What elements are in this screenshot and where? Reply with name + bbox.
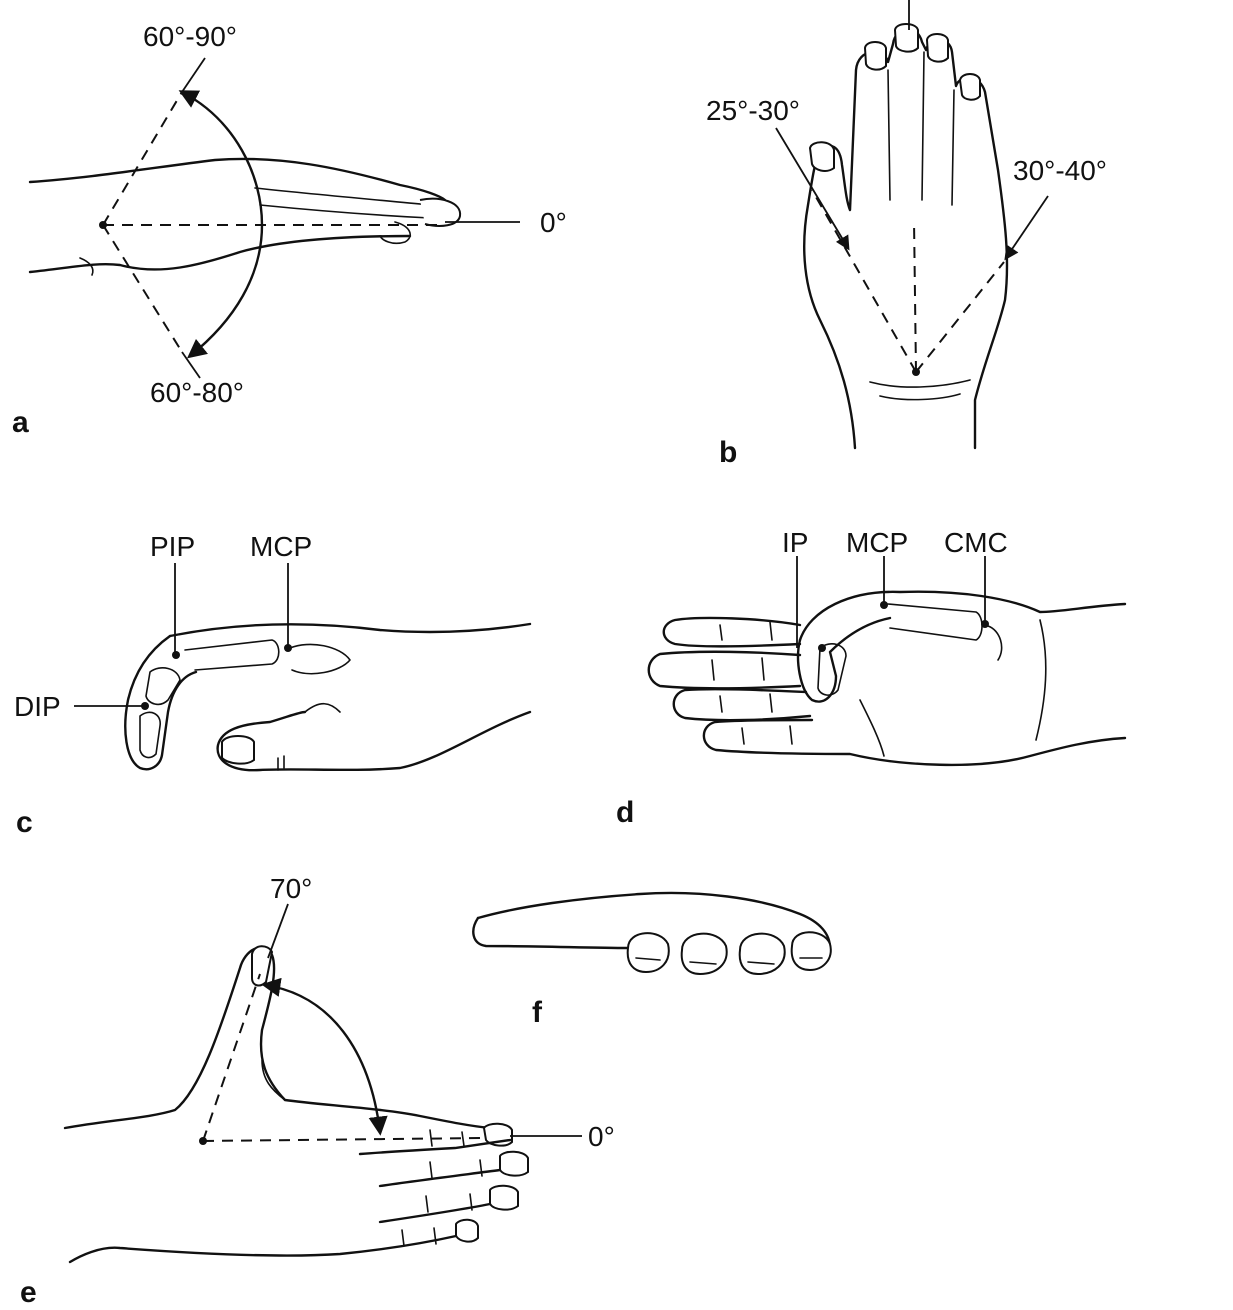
extension-leader-line <box>181 57 206 93</box>
ip-label: IP <box>782 527 808 558</box>
panel-letter-b: b <box>719 436 737 469</box>
thumb-abduction-axis <box>202 973 261 1142</box>
panel-letter-c: c <box>16 806 33 839</box>
panel-a: 60°-90° 0° 60°-80° a <box>12 21 567 439</box>
hand-finger-flexion-drawing <box>124 622 532 772</box>
pip-label: PIP <box>150 531 195 562</box>
abduction-angle-label: 70° <box>270 873 312 904</box>
hand-lateral-drawing <box>28 157 462 276</box>
flexion-limit-line <box>102 224 183 353</box>
radial-deviation-label: 25°-30° <box>706 95 800 126</box>
neutral-angle-label: 0° <box>540 207 567 238</box>
wrist-pivot-dot <box>99 221 107 229</box>
extension-range-label: 60°-90° <box>143 21 237 52</box>
panel-letter-f: f <box>532 996 543 1029</box>
panel-letter-e: e <box>20 1276 37 1309</box>
hand-midline-axis <box>913 219 917 373</box>
cmc-joint-dot <box>981 620 989 628</box>
thumb-pivot-dot <box>199 1137 207 1145</box>
flexion-range-label: 60°-80° <box>150 377 244 408</box>
ip-joint-dot <box>818 644 826 652</box>
dip-joint-dot <box>141 702 149 710</box>
panel-d: IP MCP CMC d <box>616 527 1127 829</box>
dip-label: DIP <box>14 691 61 722</box>
hand-thumb-drawing <box>647 590 1127 767</box>
panel-letter-d: d <box>616 796 634 829</box>
radial-limit-line <box>811 189 917 373</box>
radial-leader-line <box>775 127 850 251</box>
fingertips-drawing <box>472 891 832 976</box>
hand-dorsal-drawing <box>803 23 1009 450</box>
mcp-joint-dot <box>880 601 888 609</box>
mcp-label: MCP <box>250 531 312 562</box>
ulnar-deviation-label: 30°-40° <box>1013 155 1107 186</box>
mcp-joint-dot <box>284 644 292 652</box>
pip-joint-dot <box>172 651 180 659</box>
abduction-leader-line <box>267 903 289 959</box>
range-of-motion-arc <box>178 90 264 359</box>
neutral-angle-label: 0° <box>588 1121 615 1152</box>
panel-letter-a: a <box>12 406 29 439</box>
cmc-label: CMC <box>944 527 1008 558</box>
ulnar-limit-line <box>915 261 1005 373</box>
panel-e: 70° 0° e <box>20 873 615 1309</box>
panel-c: PIP MCP DIP c <box>14 531 532 839</box>
extension-limit-line <box>102 91 183 226</box>
panel-f: f <box>472 891 832 1029</box>
abduction-arc <box>261 977 388 1136</box>
ulnar-leader-line <box>1004 195 1049 261</box>
neutral-index-axis <box>202 1137 485 1142</box>
wrist-pivot-dot <box>912 368 920 376</box>
panel-b: 25°-30° 30°-40° b <box>706 0 1107 469</box>
mcp-label: MCP <box>846 527 908 558</box>
